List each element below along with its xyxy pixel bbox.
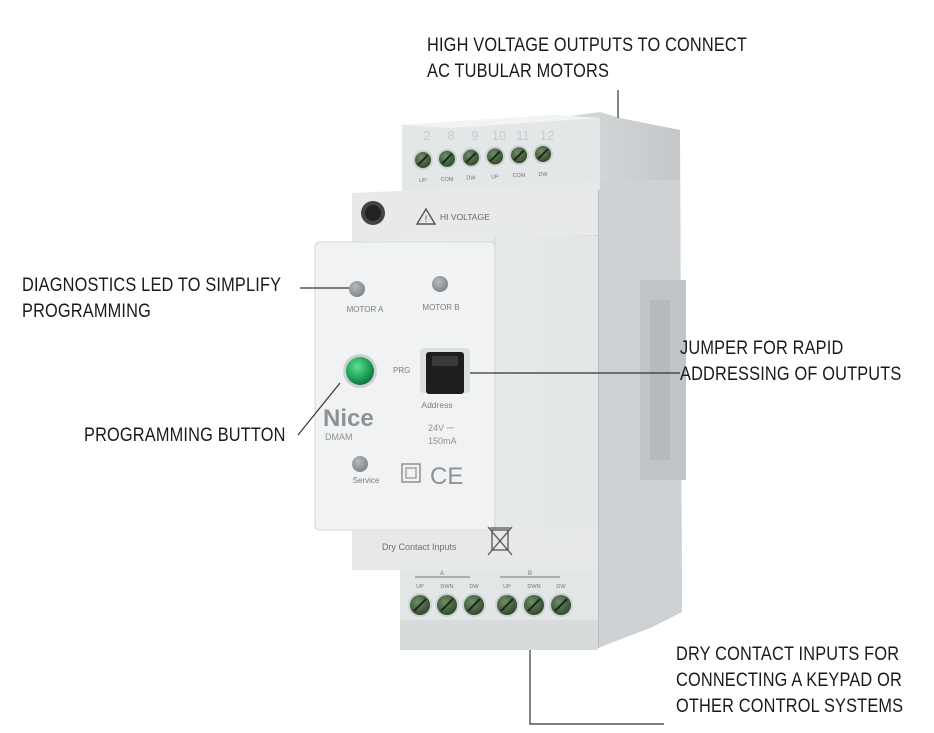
terminal-screw <box>495 593 519 617</box>
led-motor-b <box>432 276 448 292</box>
terminal-slot <box>465 152 477 164</box>
callout-line: PROGRAMMING <box>22 301 151 322</box>
terminal-slot <box>537 148 549 160</box>
callout-line: AC TUBULAR MOTORS <box>427 61 610 82</box>
bottom-terminal-label: DW <box>469 584 479 590</box>
programming-button[interactable] <box>346 357 374 385</box>
inputs-label: Dry Contact Inputs <box>382 542 457 552</box>
terminal-screw <box>461 147 481 168</box>
terminal-slot <box>527 598 541 612</box>
led-motor-a-label: MOTOR A <box>347 305 384 314</box>
top-terminal-number: 8 <box>447 128 454 143</box>
bottom-group-label: A <box>440 571 444 577</box>
housing-upper-step: ! HI VOLTAGE <box>352 182 598 242</box>
terminal-slot <box>441 153 453 165</box>
led-motor-b-label: MOTOR B <box>422 303 459 312</box>
top-terminal-label: COM <box>441 177 454 183</box>
terminal-screw <box>485 146 505 167</box>
terminal-slot <box>500 598 514 612</box>
terminal-screw <box>413 150 433 170</box>
terminal-slot <box>489 150 501 162</box>
top-terminal-label: UP <box>491 174 499 180</box>
callout-programming-button: PROGRAMMING BUTTON <box>84 423 286 449</box>
leader-programming <box>297 382 341 436</box>
callout-diagnostics-led: DIAGNOSTICS LED TO SIMPLIFY PROGRAMMING <box>22 273 281 325</box>
callout-line: CONNECTING A KEYPAD OR <box>676 670 902 691</box>
leader-lines <box>297 90 680 725</box>
bottom-terminal-label: UP <box>416 584 424 590</box>
callout-line: DIAGNOSTICS LED TO SIMPLIFY <box>22 275 282 296</box>
callout-line: DRY CONTACT INPUTS FOR <box>676 644 900 665</box>
model-label: DMAM <box>325 432 353 442</box>
terminal-screw <box>533 144 553 164</box>
terminal-screw <box>437 148 457 169</box>
terminal-screw <box>522 593 546 617</box>
terminal-screw <box>549 593 573 617</box>
callout-line: ADDRESSING OF OUTPUTS <box>680 364 902 385</box>
top-terminal-number: 2 <box>423 128 430 143</box>
terminal-screw <box>408 593 432 617</box>
terminal-screw <box>462 593 486 617</box>
top-terminal-label: UP <box>419 178 427 184</box>
top-terminal-number: 11 <box>516 128 530 143</box>
terminal-screw <box>435 593 459 617</box>
terminal-slot <box>554 598 568 612</box>
bottom-terminal-label: UP <box>503 584 511 590</box>
callout-line: JUMPER FOR RAPID <box>680 338 844 359</box>
callout-line: HIGH VOLTAGE OUTPUTS TO CONNECT <box>427 35 748 56</box>
rating-current: 150mA <box>428 436 457 446</box>
address-jumper[interactable] <box>420 348 470 394</box>
svg-text:!: ! <box>425 214 428 224</box>
bottom-terminal-label: DWN <box>527 584 540 590</box>
ce-mark: CE <box>430 463 463 490</box>
callout-line: OTHER CONTROL SYSTEMS <box>676 696 904 717</box>
top-terminal-number: 12 <box>540 128 554 143</box>
warning-triangle-icon <box>415 207 437 225</box>
top-terminal-label: COM <box>513 173 526 179</box>
callout-dry-contact-inputs: DRY CONTACT INPUTS FOR CONNECTING A KEYP… <box>676 642 903 720</box>
callout-jumper: JUMPER FOR RAPID ADDRESSING OF OUTPUTS <box>680 336 902 388</box>
callout-line: PROGRAMMING BUTTON <box>84 425 286 446</box>
bottom-terminal-label: DW <box>556 584 566 590</box>
terminal-slot <box>513 149 525 161</box>
terminal-slot <box>440 598 454 612</box>
warning-label: HI VOLTAGE <box>440 212 490 222</box>
leader-dry-contact <box>529 650 664 725</box>
address-label: Address <box>421 400 452 410</box>
top-terminal-number: 9 <box>471 128 478 143</box>
terminal-slot <box>467 598 481 612</box>
led-motor-a <box>349 281 365 297</box>
rating-voltage: 24V ⎓ <box>428 423 454 433</box>
class-ii-square-icon <box>401 463 421 483</box>
top-terminal-number: 10 <box>492 128 506 143</box>
service-label: Service <box>353 476 380 485</box>
prg-label: PRG <box>393 366 410 375</box>
top-terminal-label: DW <box>538 172 548 178</box>
bottom-group-label: B <box>528 571 532 577</box>
bottom-terminal-label: DWN <box>440 584 453 590</box>
terminal-slot <box>413 598 427 612</box>
top-terminal-label: DW <box>466 176 476 182</box>
callout-high-voltage-outputs: HIGH VOLTAGE OUTPUTS TO CONNECT AC TUBUL… <box>427 33 747 85</box>
weee-bin-icon <box>487 526 513 556</box>
service-button[interactable] <box>352 456 368 472</box>
housing-lower-step <box>352 530 598 570</box>
terminal-screw <box>509 145 529 166</box>
brand-logo: Nice <box>323 405 374 432</box>
terminal-slot <box>417 154 429 166</box>
